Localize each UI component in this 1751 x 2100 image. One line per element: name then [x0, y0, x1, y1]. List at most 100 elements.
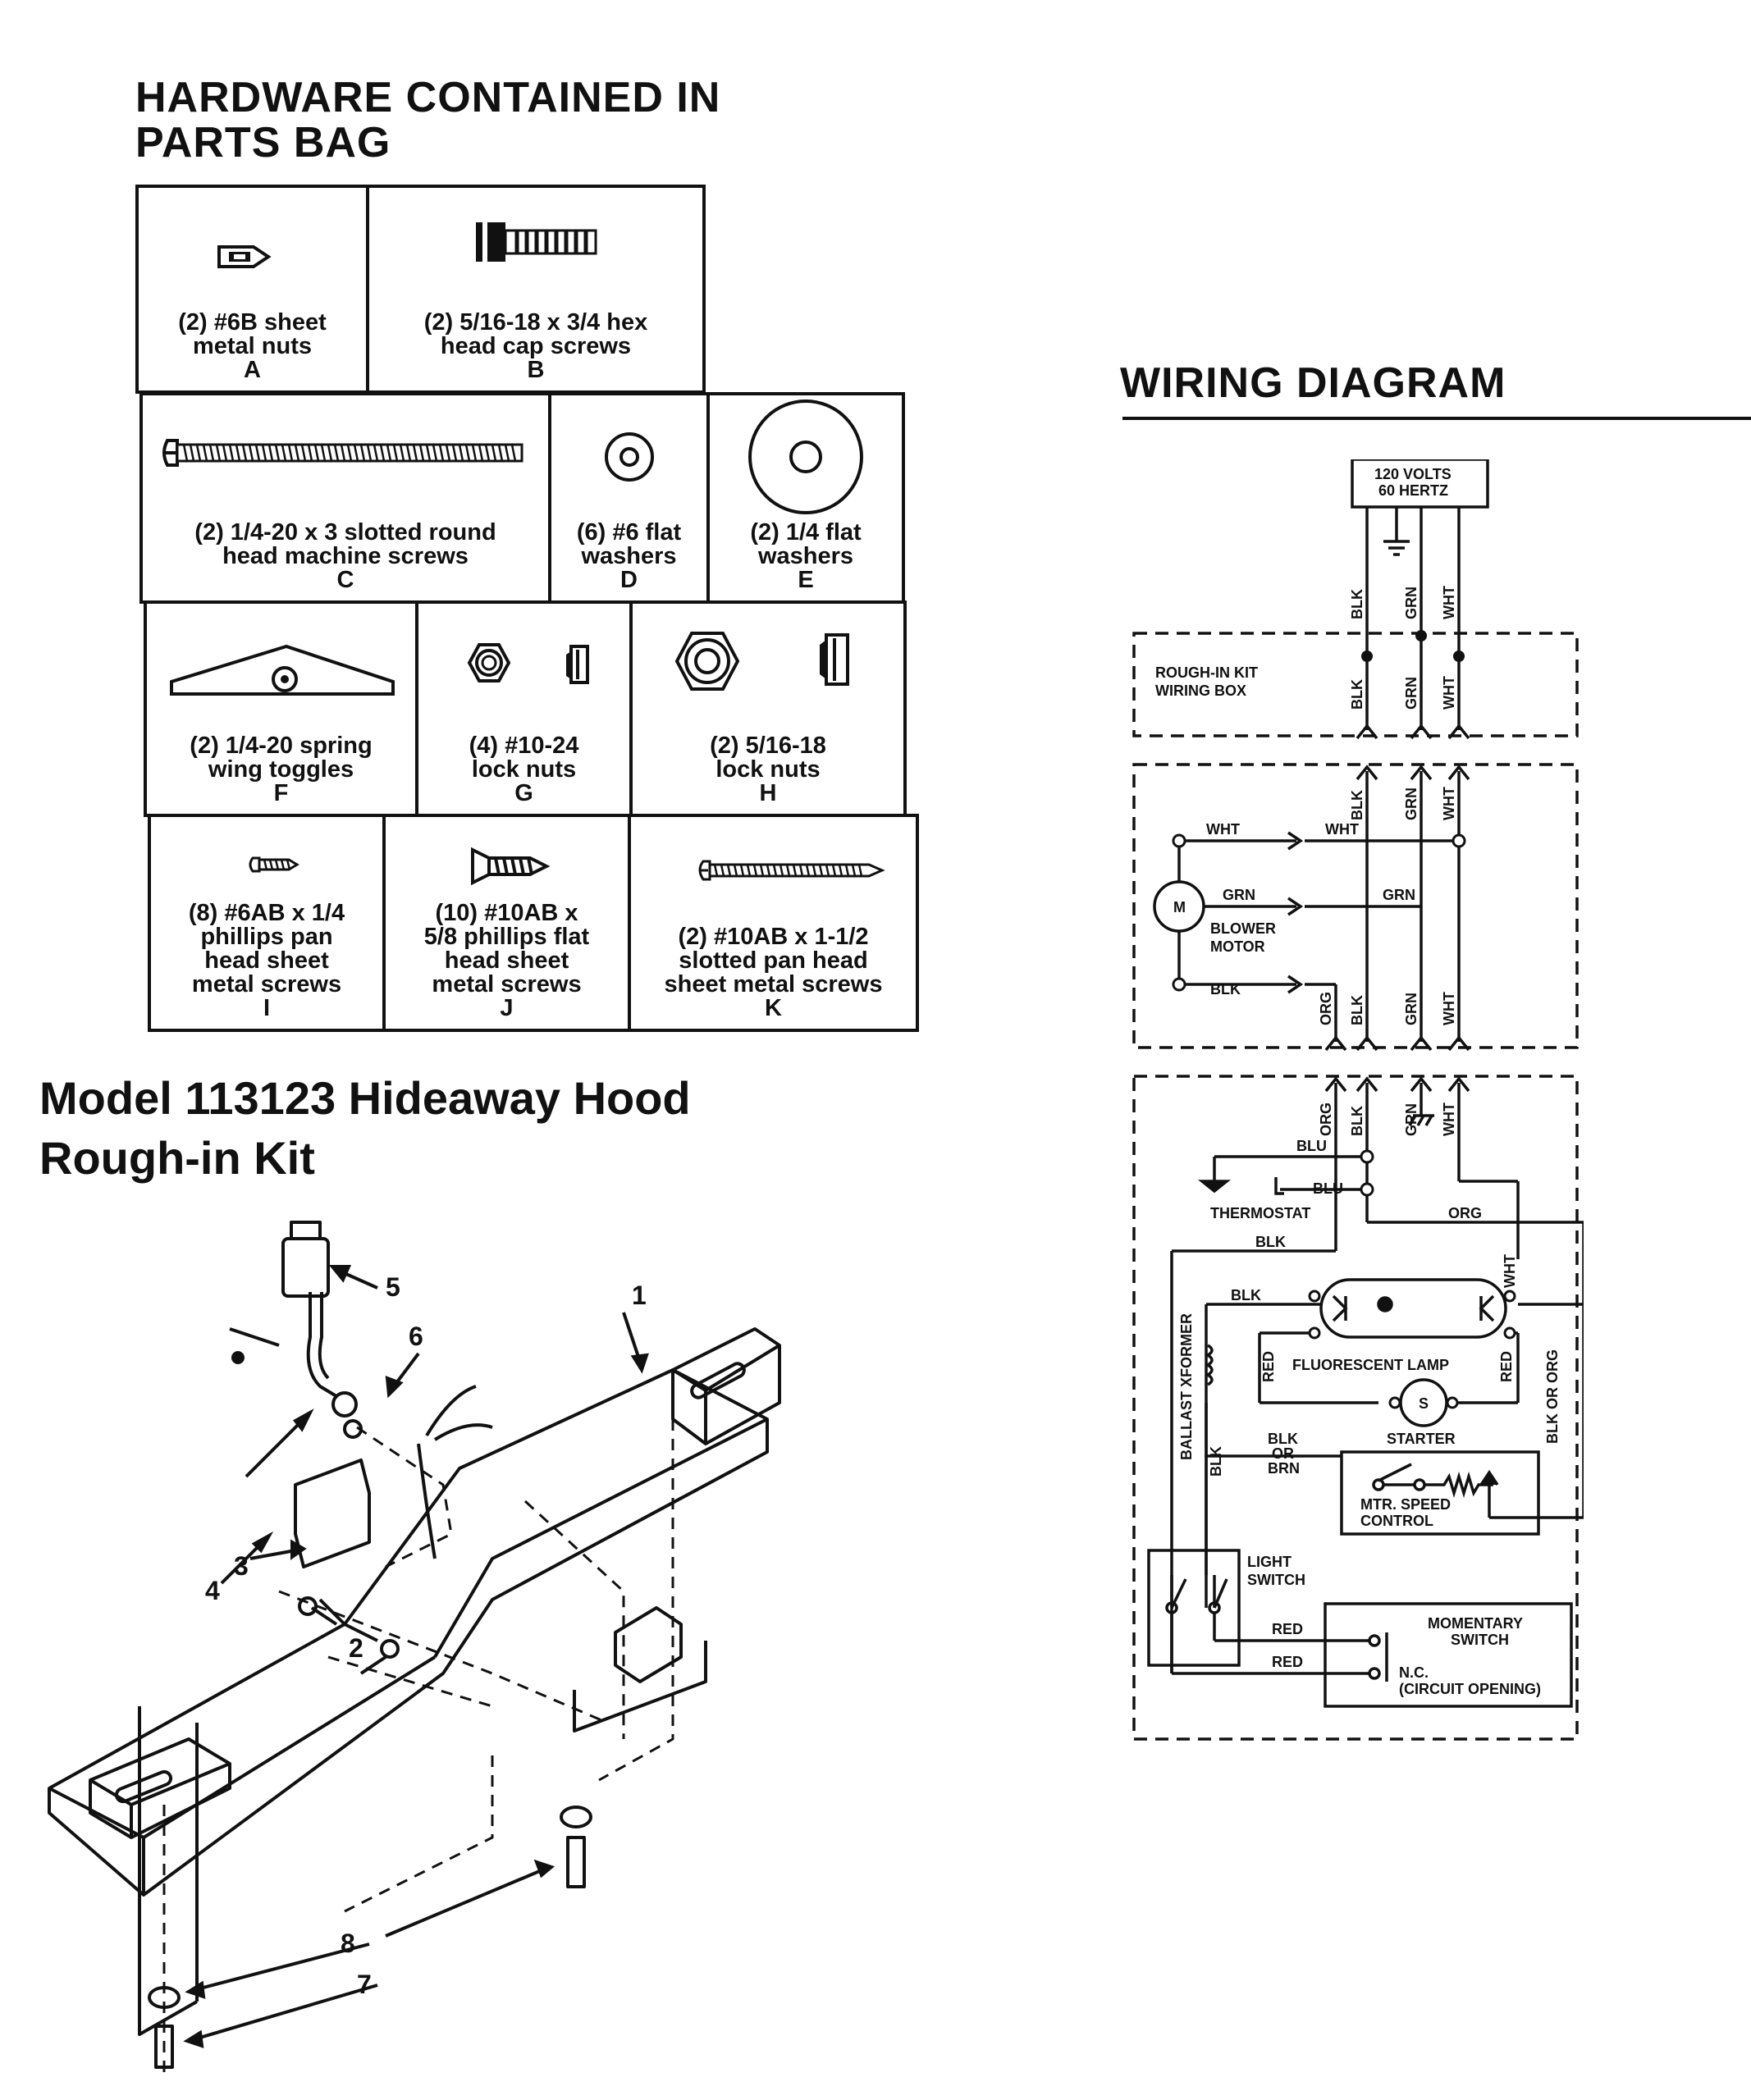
- speed-control-label-line2: CONTROL: [1360, 1513, 1433, 1529]
- hardware-heading: HARDWARE CONTAINED IN PARTS BAG: [135, 75, 720, 165]
- wiring-box-label-line2: WIRING BOX: [1155, 682, 1246, 699]
- large-flat-washer-icon: [748, 399, 863, 514]
- motor-wire-wht-left: WHT: [1206, 821, 1240, 838]
- motor-wire-grn-left: GRN: [1223, 887, 1255, 903]
- callout-6: 6: [409, 1322, 423, 1351]
- motor-wire-grn-right: GRN: [1383, 887, 1415, 903]
- momentary-label-line2: SWITCH: [1451, 1632, 1509, 1648]
- hardware-item-d-letter: D: [620, 567, 638, 593]
- callout-8: 8: [341, 1929, 355, 1958]
- wire-label-org-h: ORG: [1448, 1205, 1482, 1221]
- callout-2: 2: [349, 1633, 363, 1663]
- hood-bracket: [48, 1368, 769, 1897]
- fluorescent-lamp-symbol: [1319, 1278, 1507, 1339]
- motor-wire-blk: BLK: [1210, 981, 1241, 998]
- motor-symbol-label: M: [1173, 899, 1186, 915]
- wiring-diagram: 120 VOLTS 60 HERTZ ROUGH-IN KIT WIRING B…: [1132, 459, 1584, 1741]
- cable-clamp: [331, 1391, 358, 1418]
- lamp-red-left: RED: [1260, 1351, 1277, 1382]
- callout-5: 5: [386, 1272, 400, 1302]
- wire-label-wht-ctrl: WHT: [1441, 1102, 1457, 1136]
- switch-wire-red-2: RED: [1272, 1654, 1303, 1670]
- wire-label-grn-box: GRN: [1403, 677, 1420, 710]
- light-switch-box: [1147, 1549, 1241, 1667]
- wiring-box-label-line1: ROUGH-IN KIT: [1155, 664, 1258, 681]
- model-heading-line1: Model 113123 Hideaway Hood: [39, 1072, 691, 1124]
- pan-head-sheet-metal-screw-icon: [249, 856, 299, 873]
- control-group: [1132, 1075, 1579, 1741]
- spring-wing-toggle-icon: [170, 644, 395, 696]
- hardware-item-i-letter: I: [263, 995, 271, 1021]
- wire-label-grn-low: GRN: [1403, 993, 1420, 1025]
- hardware-item-k-letter: K: [765, 995, 782, 1021]
- ballast-label: BALLAST XFORMER: [1178, 1313, 1195, 1460]
- blk-or-org-label: BLK OR ORG: [1544, 1349, 1561, 1444]
- right-end-block: [671, 1327, 781, 1445]
- supply-label-line2: 60 HERTZ: [1378, 482, 1448, 499]
- callout-1: 1: [632, 1281, 647, 1310]
- wire-label-blk-top: BLK: [1349, 589, 1365, 619]
- lamp-red-right: RED: [1498, 1351, 1515, 1382]
- wiring-heading: WIRING DIAGRAM: [1120, 359, 1506, 407]
- hardware-item-b-letter: B: [527, 357, 545, 383]
- motor-speed-control-box: [1340, 1450, 1540, 1536]
- wire-label-wht-v: WHT: [1502, 1254, 1518, 1288]
- wiring-heading-rule: [1122, 417, 1751, 420]
- center-bracket: [614, 1606, 683, 1683]
- momentary-label-line1: MOMENTARY: [1428, 1615, 1523, 1632]
- light-switch-label-line2: SWITCH: [1247, 1572, 1305, 1588]
- callout-4: 4: [205, 1576, 220, 1605]
- momentary-switch-box: [1324, 1602, 1573, 1708]
- hex-cap-screw-icon: [476, 222, 597, 262]
- slotted-pan-head-screw-icon: [698, 860, 885, 881]
- power-cord: [306, 1292, 338, 1398]
- switch-wire-red-1: RED: [1272, 1621, 1303, 1637]
- wire-label-grn-mid: GRN: [1403, 788, 1420, 820]
- blower-group: [1132, 763, 1579, 1049]
- thermostat-wire-blu-1: BLU: [1296, 1138, 1327, 1154]
- wire-label-blk-ctrl: BLK: [1349, 1106, 1365, 1136]
- wiring-box-group: [1132, 632, 1579, 737]
- blower-label-line2: MOTOR: [1210, 938, 1265, 955]
- wire-label-blk-mid: BLK: [1349, 790, 1365, 820]
- hardware-item-f-letter: F: [273, 780, 289, 806]
- wire-label-wht-box: WHT: [1441, 676, 1457, 710]
- light-switch-label-line1: LIGHT: [1247, 1554, 1292, 1570]
- nc-label-line2: (CIRCUIT OPENING): [1399, 1681, 1541, 1697]
- starter-symbol-label: S: [1419, 1395, 1429, 1412]
- hardware-item-a-letter: A: [244, 357, 261, 383]
- nc-label-line1: N.C.: [1399, 1664, 1429, 1681]
- blk-or-brn-line3: BRN: [1268, 1460, 1300, 1477]
- wire-label-wht-top: WHT: [1441, 586, 1457, 619]
- supply-label-line1: 120 VOLTS: [1374, 466, 1452, 482]
- thermostat-label: THERMOSTAT: [1210, 1205, 1310, 1221]
- large-lock-nut-icon: [674, 632, 849, 691]
- wire-label-org-low: ORG: [1318, 992, 1334, 1025]
- blk-or-brn-line1: BLK: [1268, 1431, 1298, 1447]
- hardware-item-e-letter: E: [798, 567, 814, 593]
- fluorescent-lamp-label: FLUORESCENT LAMP: [1292, 1357, 1449, 1373]
- speed-control-label-line1: MTR. SPEED: [1360, 1496, 1451, 1513]
- hardware-heading-line1: HARDWARE CONTAINED IN: [135, 74, 721, 121]
- wire-label-wht-mid: WHT: [1441, 787, 1457, 820]
- hardware-item-j-letter: J: [500, 995, 514, 1021]
- ballast-blk-label: BLK: [1231, 1287, 1261, 1303]
- callout-7: 7: [357, 1970, 372, 1999]
